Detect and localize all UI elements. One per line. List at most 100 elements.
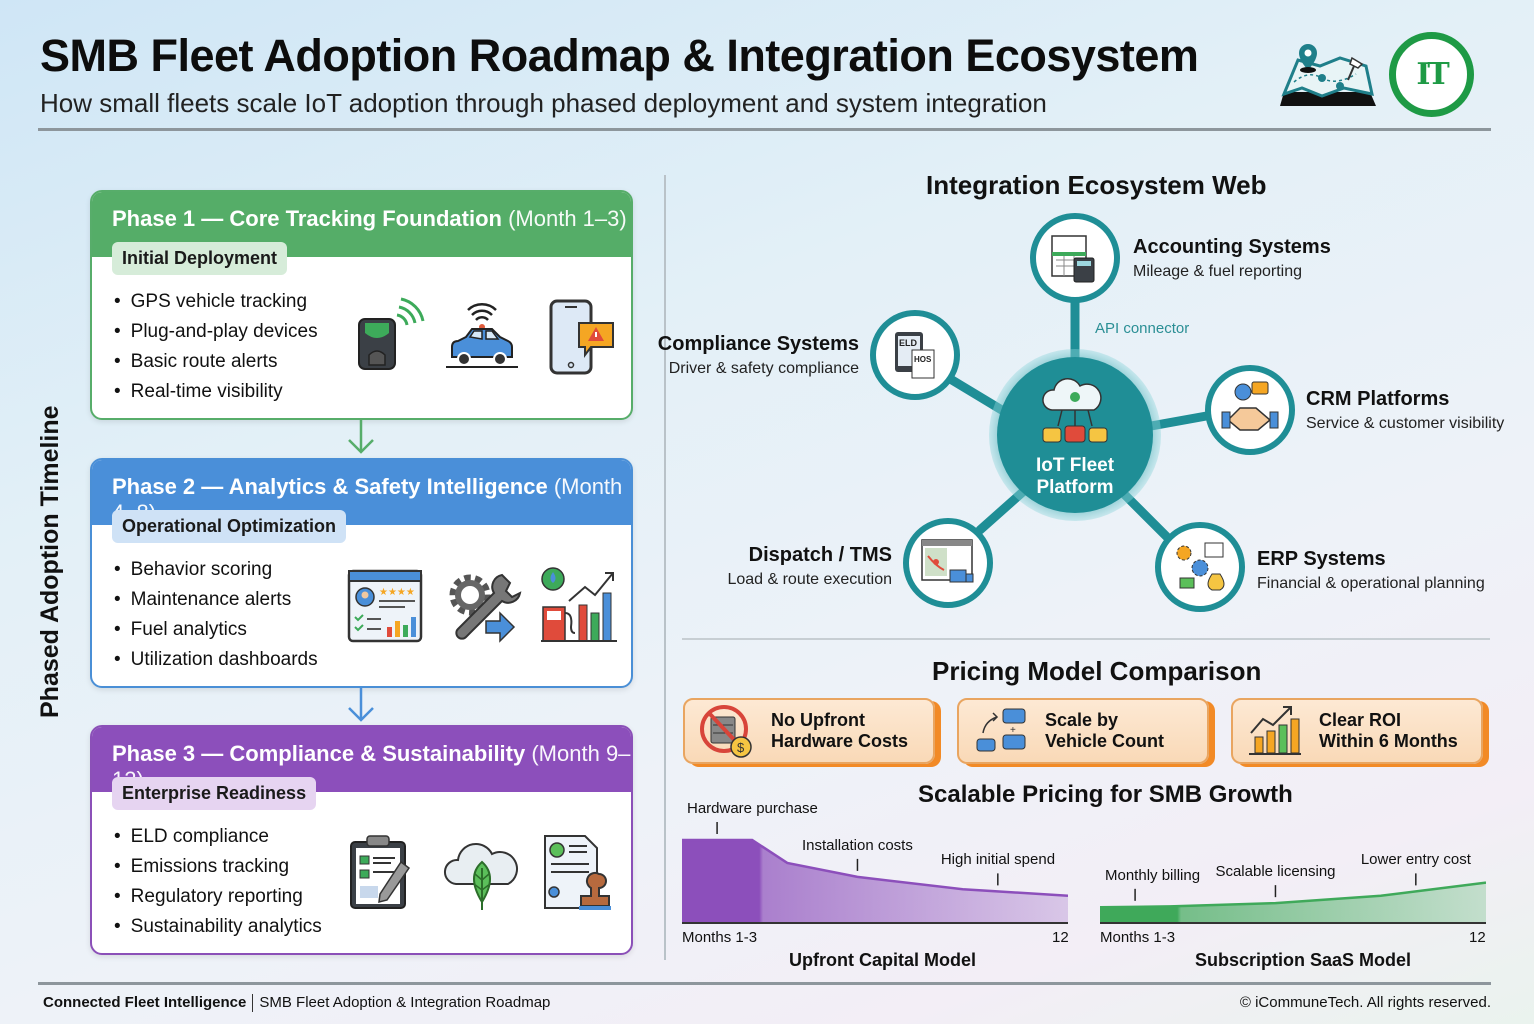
chart-annotation: Monthly billing: [1105, 866, 1201, 884]
page-title: SMB Fleet Adoption Roadmap & Integration…: [40, 30, 1199, 81]
pricing-card-line: Hardware Costs: [771, 731, 909, 751]
obd-tracker-device-icon: [358, 297, 425, 370]
section-divider: [682, 638, 1490, 640]
svg-text:$: $: [737, 740, 745, 755]
phase-feature-list: GPS vehicle tracking Plug-and-play devic…: [114, 287, 318, 407]
footer-divider: [38, 982, 1491, 985]
hub-label-line: Platform: [1036, 477, 1114, 498]
connector-erp: [1120, 490, 1175, 545]
map-route-icon: [1278, 40, 1378, 108]
svg-text:★★★★: ★★★★: [379, 587, 415, 598]
hub-label: IoT Fleet Platform: [1025, 455, 1125, 499]
pricing-card-scale: + Scale by Vehicle Count: [957, 698, 1209, 764]
x-tick-end: 12: [1469, 929, 1486, 946]
x-tick-start: Months 1-3: [682, 929, 758, 946]
phase-title: Phase 3 — Compliance & Sustainability: [112, 741, 526, 766]
phase-arrow-icon: [348, 420, 374, 454]
certified-document-stamp-icon: [543, 835, 611, 910]
pricing-card-roi: Clear ROI Within 6 Months: [1231, 698, 1483, 764]
phase-months: (Month 1–3): [508, 206, 627, 231]
chart-title: Upfront Capital Model: [789, 950, 976, 970]
list-item: Emissions tracking: [114, 852, 322, 882]
driver-scorecard-icon: ★★★★: [348, 569, 423, 643]
connected-car-icon: [445, 303, 518, 368]
phase-card-3: Phase 3 — Compliance & Sustainability (M…: [90, 725, 633, 955]
chart-annotation: Installation costs: [801, 836, 913, 854]
list-item: Maintenance alerts: [114, 585, 318, 615]
section-divider: [664, 175, 666, 960]
svg-text:HOS: HOS: [914, 355, 932, 364]
ecosystem-web: ELD HOS: [870, 213, 1295, 612]
upfront-capital-chart: [682, 822, 1068, 924]
node-title: Compliance Systems: [657, 333, 859, 355]
compliance-clipboard-icon: [350, 835, 411, 909]
node-label-compliance: Compliance Systems Driver & safety compl…: [658, 333, 859, 378]
api-connector-label: API connector: [1095, 320, 1190, 337]
no-hardware-cost-icon: $: [700, 705, 752, 758]
chart-title: Subscription SaaS Model: [1195, 950, 1412, 970]
eld-hos-tablet-icon: ELD HOS: [895, 332, 935, 379]
maintenance-wrench-gear-icon: [449, 573, 522, 643]
vehicle-scale-icon: +: [976, 708, 1026, 752]
series-line: [682, 838, 1068, 898]
series-line: [1100, 881, 1486, 909]
hub-label-line: IoT Fleet: [1035, 455, 1115, 476]
list-item: Utilization dashboards: [114, 645, 318, 675]
subscription-saas-chart: [1100, 873, 1486, 924]
node-label-accounting: Accounting Systems Mileage & fuel report…: [1133, 236, 1331, 281]
timeline-label: Phased Adoption Timeline: [36, 405, 64, 718]
cloud-leaf-icon: [443, 843, 518, 910]
phase-arrow-icon: [348, 688, 374, 722]
node-title: CRM Platforms: [1306, 388, 1450, 410]
ecosystem-title: Integration Ecosystem Web: [926, 170, 1267, 200]
node-subtitle: Financial & operational planning: [1257, 575, 1485, 592]
phase-title: Phase 1 — Core Tracking Foundation: [112, 206, 502, 231]
node-subtitle: Service & customer visibility: [1306, 415, 1505, 432]
handshake-icon: [1221, 381, 1279, 431]
header-divider: [38, 128, 1491, 131]
list-item: ELD compliance: [114, 822, 322, 852]
node-subtitle: Driver & safety compliance: [668, 360, 859, 377]
phase-card-1: Phase 1 — Core Tracking Foundation (Mont…: [90, 190, 633, 420]
phase-card-2: Phase 2 — Analytics & Safety Intelligenc…: [90, 458, 633, 688]
pricing-card-line: Vehicle Count: [1045, 731, 1165, 751]
pricing-card-line: Scale by: [1045, 710, 1119, 730]
footer-doc-title: SMB Fleet Adoption & Integration Roadmap: [259, 994, 551, 1011]
list-item: Plug-and-play devices: [114, 317, 318, 347]
list-item: Regulatory reporting: [114, 882, 322, 912]
node-subtitle: Mileage & fuel reporting: [1133, 263, 1302, 280]
node-title: Accounting Systems: [1133, 236, 1331, 258]
chart-annotation: Hardware purchase: [687, 800, 818, 817]
icommunetech-logo: IT: [1389, 32, 1474, 117]
mobile-alert-icon: [549, 299, 614, 375]
node-title: ERP Systems: [1257, 548, 1386, 570]
footer-copyright: © iCommuneTech. All rights reserved.: [1239, 994, 1491, 1011]
footer-brand: Connected Fleet Intelligence: [43, 994, 247, 1011]
pricing-title: Pricing Model Comparison: [932, 656, 1262, 686]
chart-annotation: Scalable licensing: [1215, 863, 1336, 881]
list-item: Real-time visibility: [114, 377, 318, 407]
pricing-card-line: No Upfront: [771, 710, 865, 730]
svg-text:ELD: ELD: [899, 338, 918, 348]
list-item: Sustainability analytics: [114, 912, 322, 942]
page-subtitle: How small fleets scale IoT adoption thro…: [40, 88, 1047, 118]
erp-gears-money-icon: [1176, 542, 1225, 591]
pricing-card-line: Clear ROI: [1319, 710, 1402, 730]
list-item: Basic route alerts: [114, 347, 318, 377]
x-tick-end: 12: [1052, 929, 1069, 946]
route-map-truck-icon: [921, 539, 974, 583]
node-subtitle: Load & route execution: [727, 571, 892, 588]
list-item: GPS vehicle tracking: [114, 287, 318, 317]
list-item: Behavior scoring: [114, 555, 318, 585]
node-label-erp: ERP Systems Financial & operational plan…: [1257, 548, 1485, 593]
pricing-card-line: Within 6 Months: [1319, 731, 1458, 751]
phase-tag: Initial Deployment: [112, 242, 288, 275]
list-item: Fuel analytics: [114, 615, 318, 645]
chart-annotation: High initial spend: [940, 851, 1056, 869]
phase-feature-list: Behavior scoring Maintenance alerts Fuel…: [114, 555, 318, 675]
pricing-subtitle: Scalable Pricing for SMB Growth: [918, 781, 1293, 808]
footer-left: Connected Fleet Intelligence SMB Fleet Ad…: [43, 994, 551, 1013]
roi-growth-chart-icon: [1249, 706, 1301, 755]
pricing-card-no-upfront: $ No Upfront Hardware Costs: [683, 698, 935, 764]
phase-tag: Operational Optimization: [112, 510, 347, 543]
